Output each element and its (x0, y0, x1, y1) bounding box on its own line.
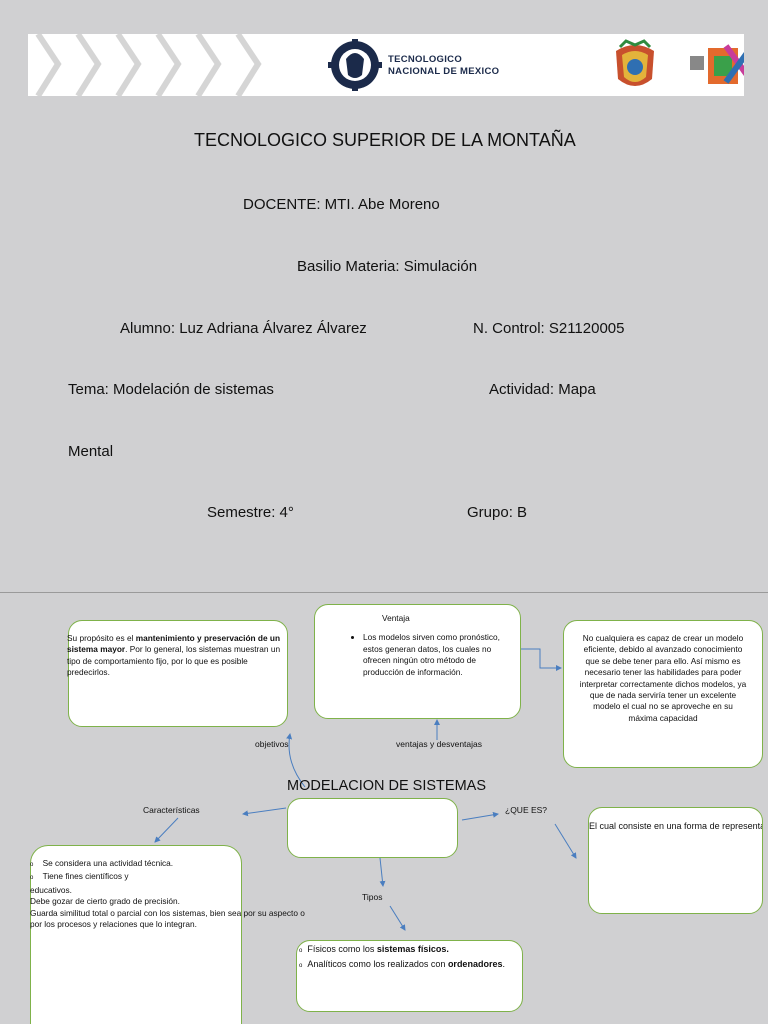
ventajas-desventajas-label: ventajas y desventajas (396, 739, 482, 749)
tipo1-pre: Físicos como los (307, 944, 377, 954)
institution-name: TECNOLOGICO NACIONAL DE MEXICO (388, 54, 499, 78)
control-line: N. Control: S21120005 (473, 320, 625, 337)
objetivos-box: Su propósito es el mantenimiento y prese… (67, 620, 288, 727)
que-es-label: ¿QUE ES? (505, 805, 548, 815)
arrow-caracteristicas-to-center (242, 807, 287, 817)
materia-line: Basilio Materia: Simulación (297, 258, 478, 275)
docente-line: DOCENTE: MTI. Abe Moreno (243, 196, 440, 213)
decorative-pattern (35, 34, 262, 96)
ventaja-title: Ventaja (382, 613, 410, 623)
tecnm-logo-icon (328, 39, 382, 91)
que-es-text: El cual consiste en una forma de represe… (589, 821, 763, 831)
caracteristicas-item-text: Se considera una actividad técnica. (42, 858, 174, 868)
objetivos-text-bold: mantenimiento y preservación de un siste… (67, 633, 281, 655)
caracteristicas-item: o Tiene fines científicos y educativos. (30, 871, 129, 895)
desventaja-box: No cualquiera es capaz de crear un model… (563, 620, 763, 768)
page-divider (0, 592, 768, 593)
objetivos-label: objetivos (255, 739, 289, 749)
header-banner: TECNOLOGICO NACIONAL DE MEXICO (28, 34, 744, 96)
caracteristicas-label: Características (143, 805, 200, 815)
mind-map: Su propósito es el mantenimiento y prese… (0, 592, 768, 1024)
caracteristicas-box (30, 845, 242, 1024)
tipos-label: Tipos (362, 892, 383, 902)
center-title: MODELACION DE SISTEMAS (287, 778, 487, 794)
institution-name-line2: NACIONAL DE MEXICO (388, 66, 500, 77)
caracteristicas-item: o Se considera una actividad técnica. (30, 858, 174, 868)
objetivos-text-pre: Su propósito es el (67, 633, 136, 643)
tipos-list: o Físicos como los sistemas físicos. o A… (299, 943, 505, 973)
ventaja-box: Ventaja Los modelos sirven como pronósti… (314, 604, 521, 719)
tipo-item-analiticos: o Analíticos como los realizados con ord… (299, 959, 505, 969)
grupo-line: Grupo: B (467, 504, 528, 521)
tema-line: Tema: Modelación de sistemas (68, 381, 274, 398)
desventaja-text: No cualquiera es capaz de crear un model… (579, 633, 747, 723)
alumno-line: Alumno: Luz Adriana Álvarez Álvarez (120, 320, 367, 337)
arrow-que-es (461, 811, 499, 821)
semestre-line: Semestre: 4° (207, 504, 294, 521)
que-es-box: El cual consiste en una forma de represe… (588, 807, 763, 914)
caracteristicas-item-text: Tiene fines científicos y educativos. (30, 871, 129, 895)
tipo2-post: . (502, 959, 505, 969)
center-box (287, 798, 458, 858)
ventaja-list: Los modelos sirven como pronóstico, esto… (345, 632, 506, 678)
arrow-tipos-from-center (379, 857, 386, 887)
arrow-tipos (389, 905, 406, 931)
objetivos-text: Su propósito es el mantenimiento y prese… (67, 633, 285, 679)
connector-arrows (154, 648, 577, 931)
caracteristicas-list: o Se considera una actividad técnica. o … (30, 858, 310, 930)
ventaja-item: Los modelos sirven como pronóstico, esto… (363, 632, 506, 678)
tipo2-bold: ordenadores (447, 959, 503, 969)
arrow-que-es-box (554, 823, 577, 859)
actividad-continuation: Mental (68, 443, 114, 460)
arrow-objetivos (286, 733, 306, 788)
document-title: TECNOLOGICO SUPERIOR DE LA MONTAÑA (194, 130, 576, 150)
tipos-box: o Físicos como los sistemas físicos. o A… (296, 940, 523, 1012)
tipo2-pre: Analíticos como los realizados con (307, 959, 448, 969)
state-crest-icon (616, 39, 654, 86)
tipo-item-fisicos: o Físicos como los sistemas físicos. (299, 944, 449, 954)
actividad-line: Actividad: Mapa (489, 381, 596, 398)
school-emblem-icon (690, 44, 744, 84)
tipo1-bold: sistemas físicos. (376, 944, 449, 954)
institution-name-line1: TECNOLOGICO (388, 54, 463, 65)
arrow-desventajas (520, 648, 562, 671)
objetivos-text-post: . Por lo general, los sistemas muestran … (67, 644, 281, 678)
caracteristicas-item: Debe gozar de cierto grado de precisión. (30, 896, 180, 907)
arrow-caracteristicas (154, 817, 179, 843)
caracteristicas-item: Guarda similitud total o parcial con los… (30, 907, 305, 930)
